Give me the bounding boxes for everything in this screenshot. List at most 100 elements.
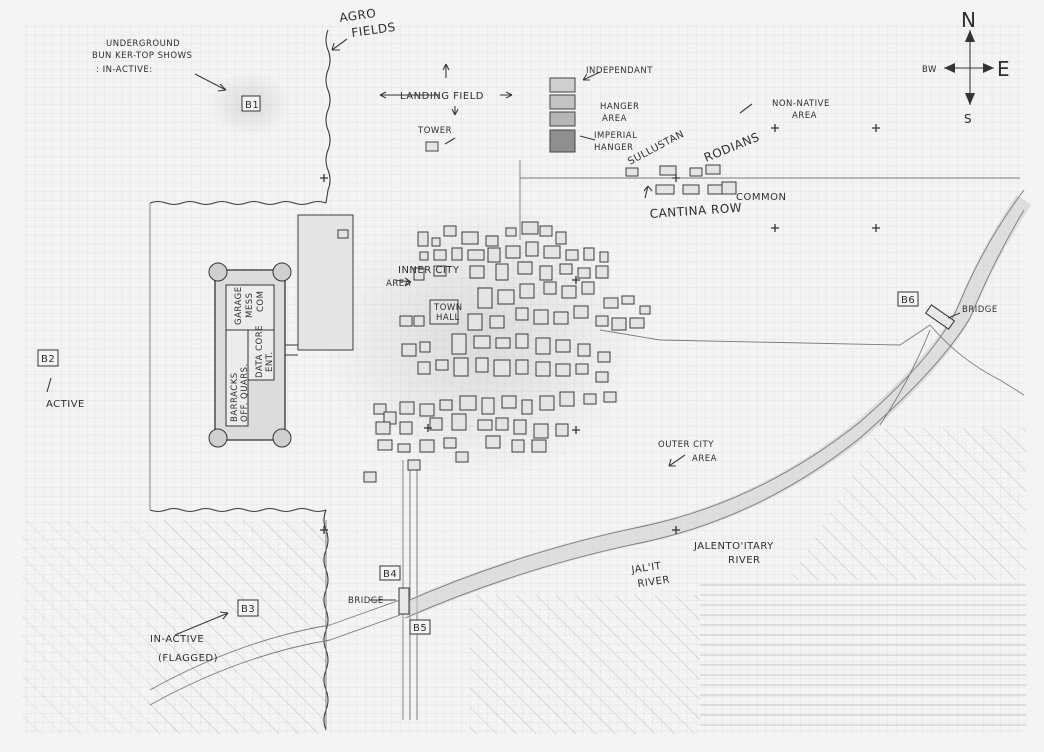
survey-crosshair	[320, 526, 328, 534]
city-building	[459, 395, 477, 411]
bunker-b1	[208, 72, 292, 136]
hall-label: HALL	[436, 313, 460, 323]
city-building	[561, 285, 577, 299]
compass-west: BW	[922, 65, 937, 75]
survey-crosshair	[572, 426, 580, 434]
survey-crosshair	[771, 124, 779, 132]
city-building	[451, 333, 467, 355]
bunker-b2-label: B2	[41, 354, 55, 365]
compass-rose	[944, 30, 994, 105]
city-building	[407, 459, 421, 471]
active-label: ACTIVE	[46, 399, 85, 410]
city-building	[485, 435, 501, 449]
non-native-area-label: AREA	[792, 111, 817, 121]
mess-label: MESS	[245, 293, 255, 319]
bridge-west	[398, 587, 410, 615]
survey-crosshair	[672, 174, 680, 182]
city-building	[435, 359, 449, 371]
landing-field-label: LANDING FIELD	[400, 91, 484, 102]
city-building	[533, 309, 549, 325]
city-building	[521, 221, 539, 235]
bunker-b2	[37, 349, 59, 367]
survey-crosshair	[424, 424, 432, 432]
city-building	[595, 315, 609, 327]
city-building	[577, 267, 591, 279]
survey-crosshair	[320, 174, 328, 182]
city-building	[595, 371, 609, 383]
city-building	[399, 421, 413, 435]
city-building	[481, 397, 495, 415]
city-building	[363, 471, 377, 483]
city-building	[397, 443, 411, 453]
city-building	[543, 245, 561, 259]
inactive-label: IN-ACTIVE	[150, 634, 204, 645]
city-building	[477, 419, 493, 431]
city-building	[629, 317, 645, 329]
city-building	[555, 423, 569, 437]
city-building	[489, 315, 505, 329]
city-building	[513, 419, 527, 435]
city-building	[611, 317, 627, 331]
survey-crosshair	[872, 124, 880, 132]
city-building	[429, 417, 443, 431]
city-building	[555, 339, 571, 353]
common-label: COMMON	[736, 192, 786, 203]
bridge-west-label: BRIDGE	[348, 596, 384, 606]
city-building	[451, 247, 463, 261]
city-building	[495, 263, 509, 281]
city-building	[477, 287, 493, 309]
city-building	[493, 359, 511, 377]
city-building	[539, 395, 555, 411]
bunker-note-line-2: BUN KER-TOP SHOWS	[92, 51, 192, 61]
city-building	[639, 305, 651, 315]
river-label: RIVER	[728, 555, 761, 566]
data-core-label: DATA CORE	[255, 325, 265, 378]
city-building	[413, 267, 425, 281]
garage-label: GARAGE	[234, 286, 244, 325]
jalento-itary-river	[401, 189, 1032, 619]
inner-city-area-label: AREA	[386, 279, 411, 289]
compass-east: E	[997, 57, 1010, 81]
city-building	[517, 261, 533, 275]
outer-city-area-label: AREA	[692, 454, 717, 464]
city-building	[505, 245, 521, 259]
town-hall-building	[429, 299, 459, 325]
barracks-label: BARRACKS	[230, 372, 240, 422]
city-building	[559, 391, 575, 407]
city-building	[519, 283, 535, 299]
city-building	[505, 227, 517, 237]
survey-crosshair	[572, 276, 580, 284]
city-building	[373, 403, 387, 415]
city-building	[515, 307, 529, 321]
outer-city-label: OUTER CITY	[658, 440, 714, 450]
city-building	[525, 241, 539, 257]
city-building	[419, 251, 429, 261]
city-building	[497, 289, 515, 305]
city-building	[539, 265, 553, 281]
bunker-note-line-3: : IN-ACTIVE:	[96, 65, 153, 75]
city-building	[555, 363, 571, 377]
city-building	[453, 357, 469, 377]
data-core-ent-label: ENT.	[265, 351, 275, 372]
city-building	[443, 437, 457, 449]
city-building	[433, 265, 447, 277]
city-building	[473, 335, 491, 349]
city-building	[531, 439, 547, 453]
city-building	[533, 423, 549, 439]
fields-label: FIELDS	[350, 20, 396, 40]
hanger-area-label: AREA	[602, 114, 627, 124]
city-building	[443, 225, 457, 237]
bridge-east	[924, 304, 956, 330]
city-building	[597, 351, 611, 363]
city-building	[399, 315, 413, 327]
independant-label: INDEPENDANT	[586, 66, 653, 76]
survey-crosshair	[771, 224, 779, 232]
bunker-b1-label: B1	[245, 100, 259, 111]
city-building	[559, 263, 573, 275]
imperial-hanger-label: HANGER	[594, 143, 633, 153]
inner-city-buildings	[363, 221, 651, 483]
city-building	[521, 399, 533, 415]
city-building	[511, 439, 525, 453]
imperial-label: IMPERIAL	[594, 131, 637, 141]
